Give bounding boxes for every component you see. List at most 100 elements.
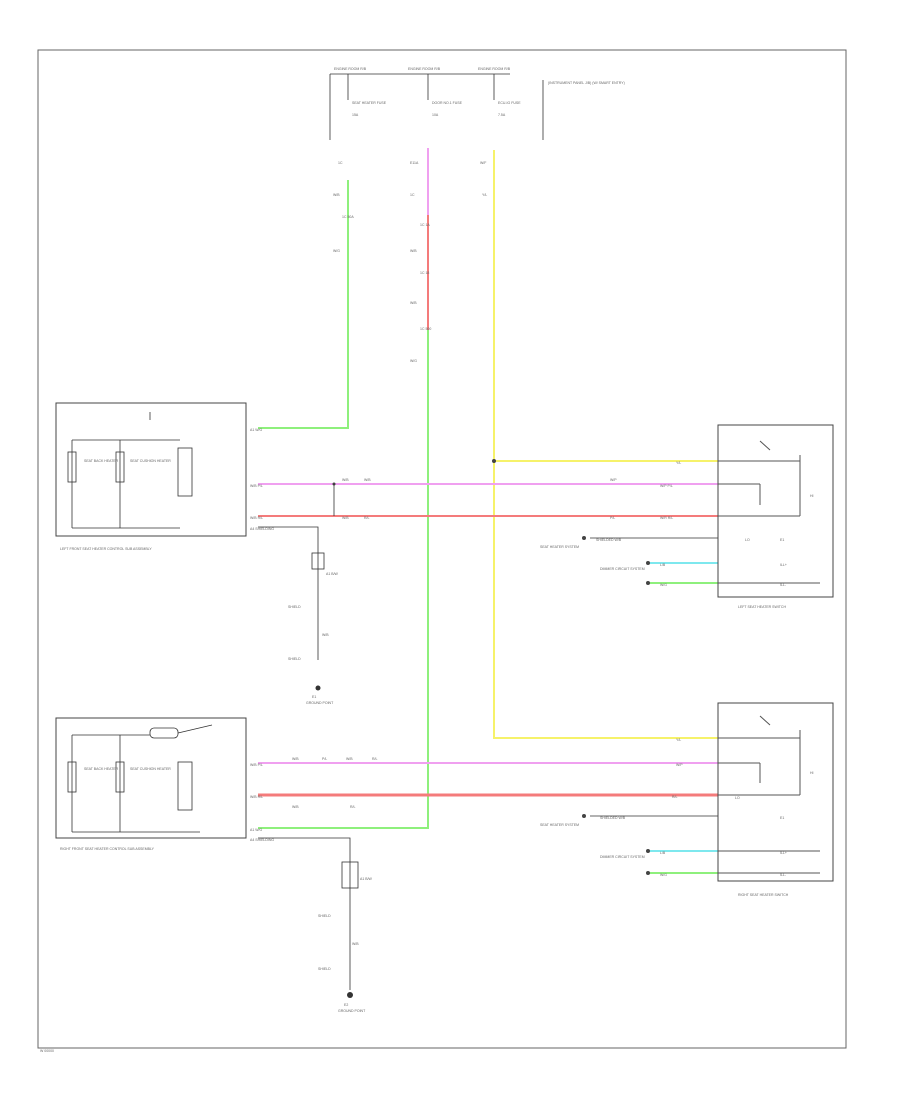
ml-1: W/B <box>342 478 349 482</box>
left-switch-label: LEFT SEAT HEATER SWITCH <box>738 605 786 609</box>
ls-e1: E1 <box>780 538 784 542</box>
diagram-frame <box>37 49 847 1049</box>
rf-shield-wire: A4 SHIELDING <box>250 838 274 842</box>
mr-9: R/L <box>672 795 678 799</box>
ls-sys: SEAT HEATER SYSTEM <box>540 545 579 549</box>
lf-shield-wire: A4 SHIELDING <box>250 527 274 531</box>
ls-d: SHIELDED W/B <box>596 538 622 542</box>
wc-w1d: W/G <box>333 249 340 253</box>
wc-w2h: W/G <box>410 359 417 363</box>
ls-ill: ILL+ <box>780 563 787 567</box>
lf-assy-label: LEFT FRONT SEAT HEATER CONTROL SUB ASSEM… <box>60 547 152 551</box>
wc-w1a: 1C <box>338 161 343 165</box>
mid-labels-left: W/B W/B W/B R/L W/P P/L <box>332 478 617 520</box>
rs-d: SHIELDED W/B <box>600 816 626 820</box>
mr-6: R/L <box>372 757 378 761</box>
fuse-2-top: ENGINE ROOM R/B <box>408 67 441 71</box>
left-ground-symbol <box>315 685 321 691</box>
fuse-3-label: ECU-IG FUSE <box>498 101 521 105</box>
left-ground: A1 B/W SHIELD W/B SHIELD E1 GROUND POINT <box>288 526 339 705</box>
wc-w3b: Y/L <box>482 193 487 197</box>
rg-wire-3: SHIELD <box>318 967 331 971</box>
rs-illm: ILL- <box>780 873 787 877</box>
rs-f: W/G <box>660 873 667 877</box>
wc-w2c: 1C 1A <box>420 223 430 227</box>
lf-mid1-wire: W/B P/L <box>250 484 263 488</box>
wc-w2e: 1C 18 <box>420 271 429 275</box>
ml-2: W/B <box>364 478 371 482</box>
right-ground-symbol <box>347 992 353 998</box>
rg-label: GROUND POINT <box>338 1009 366 1013</box>
wc-w3a: W/F <box>480 161 486 165</box>
wc-w2d: W/B <box>410 249 417 253</box>
left-seat-heater-switch: Y/L W/P P/L W/R R/L SHIELDED W/B L/B W/G… <box>540 424 834 609</box>
mr-8: R/L <box>350 805 356 809</box>
ls-c: W/R R/L <box>660 516 673 520</box>
fuse-1-amp: 15A <box>352 113 359 117</box>
rs-dimmer: DIMMER CIRCUIT SYSTEM <box>600 855 645 859</box>
lg-wire-3: SHIELD <box>288 657 301 661</box>
page-id: W 00000 <box>40 1049 54 1053</box>
right-ground: A1 B/W SHIELD W/B SHIELD E2 GROUND POINT <box>310 837 373 1013</box>
rs-hi: HI <box>810 771 814 775</box>
wc-w2a: E11A <box>410 161 419 165</box>
right-seat-heater-switch: Y/L W/P SHIELDED W/B L/B W/G HI LO E1 IL… <box>540 702 834 897</box>
rs-ill: ILL+ <box>780 851 787 855</box>
right-switch-label: RIGHT SEAT HEATER SWITCH <box>738 893 789 897</box>
ml-3: W/B <box>342 516 349 520</box>
lg-wire-1: SHIELD <box>288 605 301 609</box>
rs-e: L/B <box>660 851 666 855</box>
right-front-assembly: SEAT BACK HEATER SEAT CUSHION HEATER RIG… <box>55 717 274 851</box>
rg-code: E2 <box>344 1003 348 1007</box>
ls-e: L/B <box>660 563 666 567</box>
junction-dots <box>492 459 650 875</box>
ml-r2: P/L <box>610 516 615 520</box>
ls-illm: ILL- <box>780 583 787 587</box>
green-wire-2 <box>258 330 429 829</box>
ml-4: R/L <box>364 516 370 520</box>
left-front-assembly: SEAT BACK HEATER SEAT CUSHION HEATER LEF… <box>55 402 274 551</box>
wc-w1b: W/B <box>333 193 340 197</box>
fuse-note: (INSTRUMENT PANEL J/B) (W/ SMART ENTRY) <box>548 81 625 85</box>
rs-a: Y/L <box>676 738 681 742</box>
mr-7: W/B <box>292 805 299 809</box>
lf-cushion-heater: SEAT CUSHION HEATER <box>130 459 171 463</box>
fuse-3-top: ENGINE ROOM R/B <box>478 67 511 71</box>
ls-a: Y/L <box>676 461 681 465</box>
wc-w2f: W/B <box>410 301 417 305</box>
rs-e1: E1 <box>780 816 784 820</box>
ls-f: W/G <box>660 583 667 587</box>
ls-hi: HI <box>810 494 814 498</box>
lg-wire-2: W/B <box>322 633 329 637</box>
lf-seat-heater: SEAT BACK HEATER <box>84 459 119 463</box>
wire-code-labels: 1C W/B 1C 50A W/G E11A 1C 1C 1A W/B 1C 1… <box>333 161 487 363</box>
mr-5: W/B <box>346 757 353 761</box>
fuse-1-top: ENGINE ROOM R/B <box>334 67 367 71</box>
ml-r1: W/P <box>610 478 617 482</box>
rf-top-wire: A1 W/G <box>250 828 263 832</box>
mr-3: W/B <box>292 757 299 761</box>
ls-dimmer: DIMMER CIRCUIT SYSTEM <box>600 567 645 571</box>
rs-b: W/P <box>676 763 683 767</box>
rf-seat-heater: SEAT BACK HEATER <box>84 767 119 771</box>
rf-assy-label: RIGHT FRONT SEAT HEATER CONTROL SUB ASSE… <box>60 847 155 851</box>
lf-top-wire: A1 W/G <box>250 428 263 432</box>
lg-code: E1 <box>312 695 316 699</box>
rg-wire-2: W/B <box>352 942 359 946</box>
rg-wire-1: SHIELD <box>318 914 331 918</box>
mr-4: P/L <box>322 757 327 761</box>
fuse-area: ENGINE ROOM R/B ENGINE ROOM R/B ENGINE R… <box>329 67 625 140</box>
lg-label: GROUND POINT <box>306 701 334 705</box>
rs-sys: SEAT HEATER SYSTEM <box>540 823 579 827</box>
rf-mid1-wire: W/B P/L <box>250 763 263 767</box>
wc-w1c: 1C 50A <box>342 215 354 219</box>
fuse-2-amp: 10A <box>432 113 439 117</box>
rg-wire-0: A1 B/W <box>360 877 373 881</box>
fuse-3-amp: 7.5A <box>498 113 506 117</box>
yellow-wire <box>493 150 718 739</box>
wc-w2g: 1C 500 <box>420 327 431 331</box>
ls-b: W/P P/L <box>660 484 673 488</box>
ls-lo: LO <box>745 538 750 542</box>
lf-mid2-wire: W/B R/L <box>250 516 263 520</box>
